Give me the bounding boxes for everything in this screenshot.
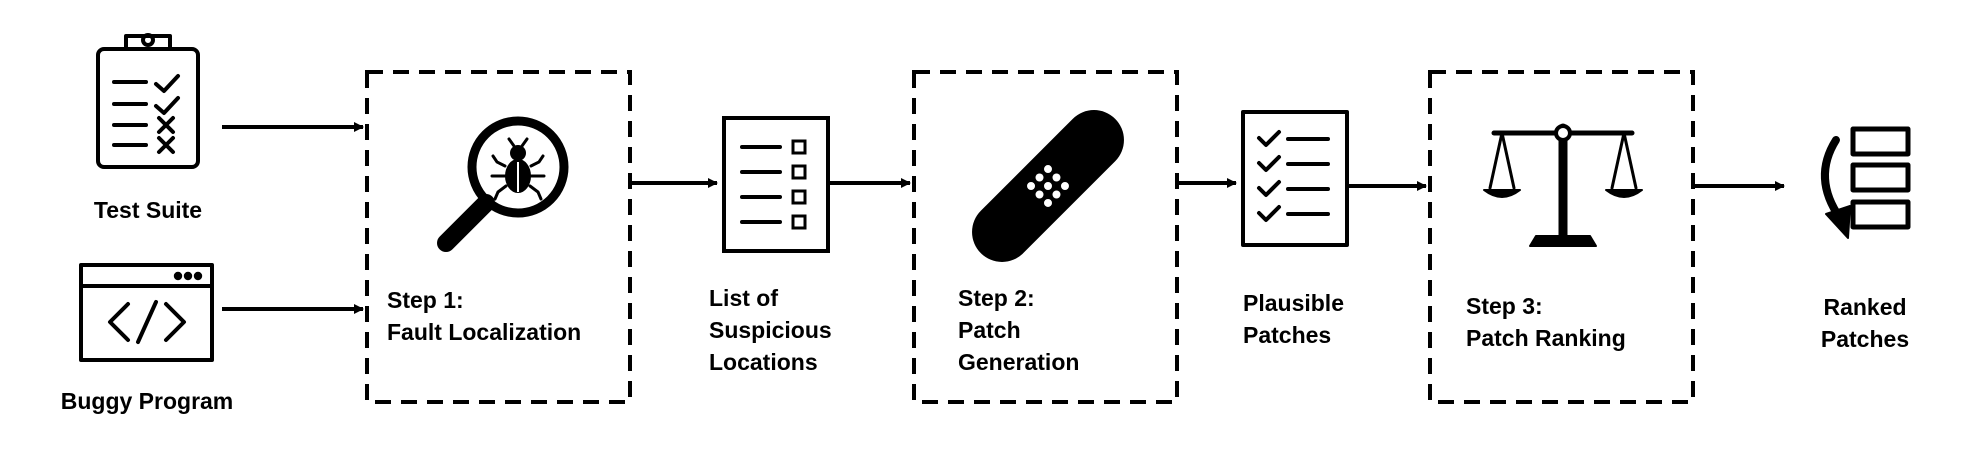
step2-title: Step 2: xyxy=(958,285,1035,311)
suspicious-locations-line3: Locations xyxy=(709,349,818,375)
step2-box xyxy=(912,70,1179,404)
bandage-icon xyxy=(972,110,1124,262)
suspicious-locations-label: List of Suspicious Locations xyxy=(709,282,832,378)
step3-name: Patch Ranking xyxy=(1466,325,1626,351)
step3-box xyxy=(1428,70,1695,404)
ranked-patches-line1: Ranked xyxy=(1823,294,1907,320)
step2-name-line1: Patch xyxy=(958,317,1021,343)
step1-name: Fault Localization xyxy=(387,319,582,345)
step2-name-line2: Generation xyxy=(958,349,1080,375)
step3-title: Step 3: xyxy=(1466,293,1543,319)
step1-box xyxy=(365,70,632,404)
magnifier-bug-icon xyxy=(437,116,569,252)
code-window-icon xyxy=(79,263,214,362)
plausible-patches-line2: Patches xyxy=(1243,322,1332,348)
balance-scale-icon xyxy=(1483,123,1643,247)
checked-list-icon xyxy=(1241,110,1349,247)
ranked-list-icon xyxy=(1821,126,1911,239)
ranked-patches-label: Ranked Patches xyxy=(1800,291,1930,355)
suspicious-locations-line1: List of xyxy=(709,285,778,311)
plausible-patches-label: Plausible Patches xyxy=(1243,287,1344,351)
step2-label: Step 2: Patch Generation xyxy=(958,282,1079,378)
step1-title: Step 1: xyxy=(387,287,464,313)
suspicious-locations-line2: Suspicious xyxy=(709,317,832,343)
buggy-program-label: Buggy Program xyxy=(60,388,234,414)
clipboard-checklist-icon xyxy=(96,33,200,169)
ranked-patches-line2: Patches xyxy=(1820,326,1910,352)
plausible-patches-line1: Plausible xyxy=(1243,290,1344,316)
test-suite-label: Test Suite xyxy=(93,197,203,223)
step3-label: Step 3: Patch Ranking xyxy=(1466,290,1626,354)
step1-label: Step 1: Fault Localization xyxy=(387,284,581,348)
checkbox-list-icon xyxy=(722,116,830,253)
